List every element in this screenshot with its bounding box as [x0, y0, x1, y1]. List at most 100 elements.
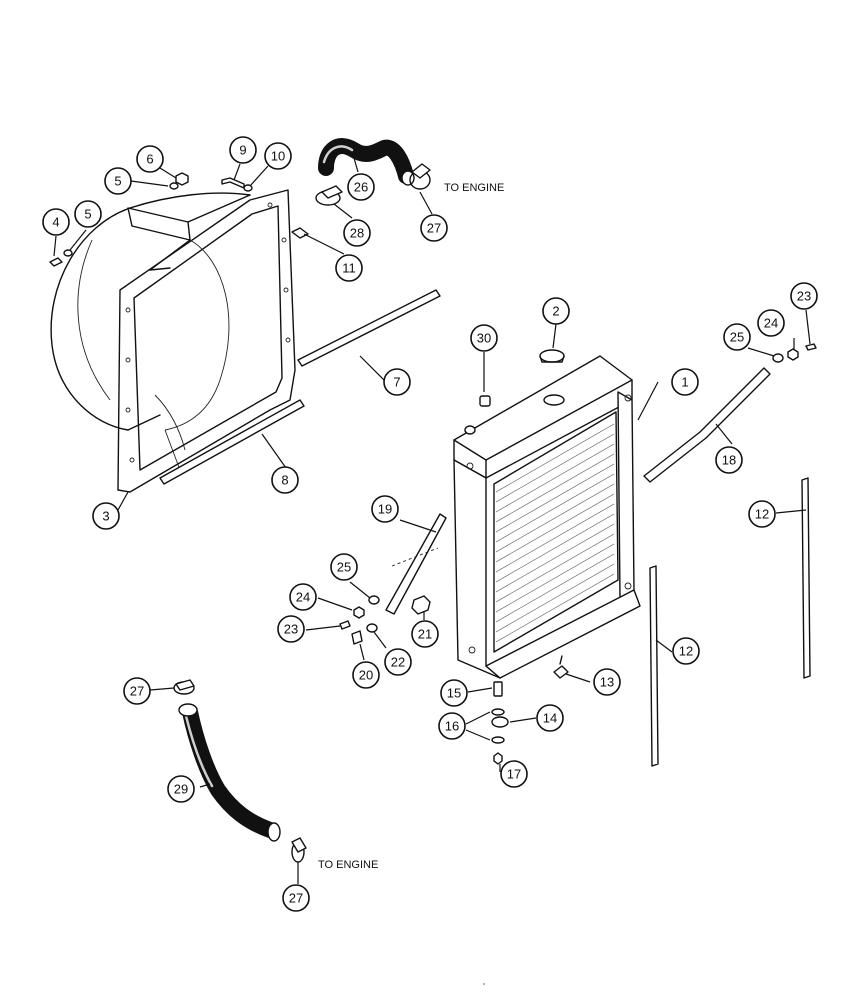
bolt-23-right [805, 343, 817, 351]
svg-text:17: 17 [507, 767, 521, 782]
hose-clamp-lower-27a [173, 679, 195, 695]
callout-21: 21 [411, 620, 439, 648]
svg-text:23: 23 [284, 622, 298, 637]
support-rod-18 [643, 367, 771, 483]
bolt-20 [351, 630, 363, 645]
drain-valve-13 [553, 655, 569, 679]
note-to-engine-upper: TO ENGINE [444, 182, 504, 194]
seal-strip-12-left [649, 565, 659, 767]
callout-27-lower-left: 27 [123, 677, 151, 705]
radiator-cap [539, 349, 565, 363]
grommet-14 [491, 716, 509, 728]
callout-3: 3 [92, 502, 120, 530]
svg-text:27: 27 [427, 221, 441, 236]
svg-text:14: 14 [543, 711, 557, 726]
bolt-9 [221, 177, 245, 189]
callout-11: 11 [335, 254, 363, 282]
callout-24-right: 24 [757, 309, 785, 337]
bolt-4 [49, 257, 63, 267]
svg-text:12: 12 [679, 644, 693, 659]
radiator [453, 355, 641, 679]
svg-text:16: 16 [445, 719, 459, 734]
svg-text:27: 27 [289, 891, 303, 906]
callout-15: 15 [440, 679, 468, 707]
svg-text:27: 27 [130, 684, 144, 699]
callout-12-right: 12 [748, 500, 776, 528]
callout-30: 30 [470, 324, 498, 352]
svg-text:21: 21 [418, 627, 432, 642]
callout-12-left: 12 [672, 637, 700, 665]
callout-19: 19 [371, 495, 399, 523]
svg-text:2: 2 [552, 304, 559, 319]
callout-27-top: 27 [420, 214, 448, 242]
svg-text:24: 24 [764, 316, 778, 331]
nut-24-left [353, 606, 365, 619]
svg-text:25: 25 [730, 330, 744, 345]
washer-16a [491, 708, 505, 716]
svg-text:22: 22 [391, 655, 405, 670]
svg-text:5: 5 [114, 174, 121, 189]
washer-5a [63, 249, 73, 257]
washer-5b [169, 182, 179, 190]
callout-16: 16 [438, 712, 466, 740]
svg-text:23: 23 [797, 289, 811, 304]
washer-22 [366, 623, 378, 633]
lower-hose [178, 703, 281, 842]
callout-5a: 5 [74, 200, 102, 228]
stray-dot [483, 983, 485, 985]
callout-27-bottom: 27 [282, 884, 310, 912]
svg-text:6: 6 [146, 152, 153, 167]
svg-text:1: 1 [681, 375, 688, 390]
hose-clamp-28 [315, 185, 343, 206]
callout-23-left: 23 [277, 615, 305, 643]
callout-28: 28 [343, 219, 371, 247]
svg-text:24: 24 [296, 590, 310, 605]
svg-text:19: 19 [378, 502, 392, 517]
svg-text:8: 8 [281, 473, 288, 488]
hose-clamp-upper-27 [409, 163, 431, 190]
washer-25-right [772, 353, 784, 363]
svg-text:7: 7 [393, 375, 400, 390]
nut-17 [493, 752, 503, 765]
seal-strip-12-right [801, 477, 811, 679]
callout-9: 9 [229, 136, 257, 164]
mount-21 [411, 595, 431, 615]
support-rod-19 [385, 513, 447, 615]
bolt-15 [493, 681, 503, 697]
svg-text:15: 15 [447, 686, 461, 701]
radiator-core-fins [495, 423, 615, 643]
seal-strip-7 [297, 289, 441, 367]
svg-text:4: 4 [52, 215, 59, 230]
callout-25-left: 25 [330, 553, 358, 581]
upper-hose [318, 138, 415, 186]
callout-22: 22 [384, 648, 412, 676]
svg-text:12: 12 [755, 507, 769, 522]
hose-clamp-lower-27b [291, 837, 307, 863]
svg-text:10: 10 [271, 149, 285, 164]
svg-text:20: 20 [359, 668, 373, 683]
callout-26: 26 [347, 173, 375, 201]
bolt-23-left [339, 620, 351, 630]
svg-text:9: 9 [239, 143, 246, 158]
callout-20: 20 [352, 661, 380, 689]
svg-text:5: 5 [84, 207, 91, 222]
seal-strip-8 [159, 399, 305, 485]
callout-18: 18 [715, 446, 743, 474]
nut-24-right [787, 348, 799, 361]
svg-text:11: 11 [342, 261, 356, 276]
callout-7: 7 [383, 368, 411, 396]
callout-13: 13 [593, 668, 621, 696]
svg-text:29: 29 [174, 782, 188, 797]
washer-16b [491, 736, 505, 744]
svg-text:3: 3 [102, 509, 109, 524]
washer-25-left [368, 595, 380, 605]
callout-4: 4 [42, 208, 70, 236]
callout-25-right: 25 [723, 323, 751, 351]
callout-23-right: 23 [790, 282, 818, 310]
callout-24-left: 24 [289, 583, 317, 611]
callout-14: 14 [536, 704, 564, 732]
callout-17: 17 [500, 760, 528, 788]
svg-text:26: 26 [354, 180, 368, 195]
callout-29: 29 [167, 775, 195, 803]
